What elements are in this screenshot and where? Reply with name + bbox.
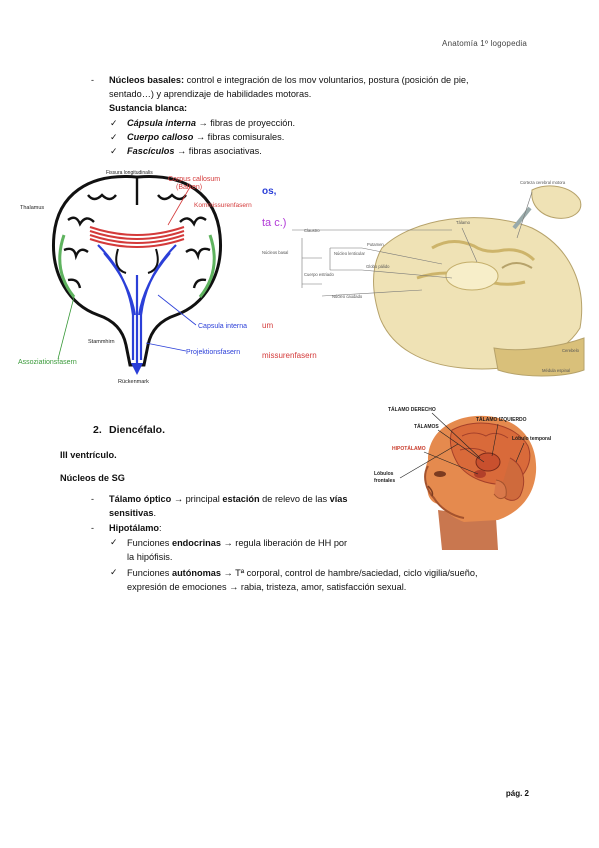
check-icon: ✓ [110,567,118,577]
assoziation-label: Assoziationsfasern [18,359,77,366]
projektion-label: Projektionsfasern [186,349,240,356]
balken-label: (Balken) [176,184,202,191]
check-icon: ✓ [110,132,118,142]
basal-ganglia-illustration: os, ta c.) um missurenfasern Corteza cer… [262,180,585,377]
thalamus-paragraph: Tálamo óptico → principal estación de re… [109,494,348,518]
corpus-callosum-label: Corpus callosum [168,176,220,183]
autonomic-function: Funciones autónomas → Tª corporal, contr… [127,568,478,592]
basal-nuclei-text: control e integración de los mov volunta… [184,75,469,85]
hypothalamus-label: HIPOTÁLAMO [392,445,426,452]
spinal-cord-label: Médula espinal [542,368,570,373]
cerebellum-label: Cerebelo [562,348,580,353]
thalamus-label: Thalamus [20,205,44,211]
partial-label-um: um [262,321,273,330]
stammhirn-label: Stammhirn [88,339,115,345]
section-title: Diencéfalo. [109,424,166,436]
right-thalamus-label: TÁLAMO DERECHO [388,406,436,413]
ruckenmark-label: Rückenmark [118,379,149,385]
basal-nuclei-paragraph: Núcleos basales: control e integración d… [109,73,529,115]
lenticular-label: Núcleo lenticular [334,251,366,256]
capsula-label: Capsula interna [198,323,247,330]
globo-label: Globo pálido [366,264,390,269]
dash-bullet: - [91,523,94,533]
nuclei-heading: Núcleos de SG [60,473,125,483]
striatum-label: Cuerpo estriado [304,272,334,277]
temporal-lobe-label: Lóbulo temporal [512,436,552,442]
frontal-lobes-label-2: frontales [374,478,395,484]
check-icon: ✓ [110,537,118,547]
claustro-label: Claustro [304,228,320,233]
thalamus-es-label: Tálamo [456,220,471,225]
thalami-label: TÁLAMOS [414,423,439,430]
basal-nuclei-text-2: sentado…) y aprendizaje de habilidades m… [109,89,312,99]
handwritten-label: ta c.) [262,217,286,229]
white-matter-heading: Sustancia blanca: [109,103,188,113]
head-thalamus-illustration: TÁLAMO DERECHO TÁLAMO IZQUIERDO TÁLAMOS … [374,406,552,550]
running-header: Anatomía 1º logopedia [442,39,527,48]
basal-nucleus-label: Núcleos basal [262,250,288,255]
white-matter-item: Cápsula interna → fibras de proyección. [127,118,296,128]
fissure-label: Fissura longitudinalis [106,170,153,176]
white-matter-item: Cuerpo calloso → fibras comisurales. [127,132,285,142]
endocrine-function: Funciones endocrinas → regula liberación… [127,538,348,562]
dash-bullet: - [91,494,94,504]
partial-label-os: os, [262,186,277,197]
check-icon: ✓ [110,118,118,128]
brain-fibers-diagram: Fissura longitudinalis Corpus callosum (… [18,170,252,385]
check-icon: ✓ [110,146,118,156]
left-thalamus-label: TÁLAMO IZQUIERDO [476,416,527,423]
hypothalamus-heading: Hipotálamo: [109,523,162,533]
cortex-label: Corteza cerebral motora [520,180,566,185]
kommissur-label: Kommissurenfasern [194,202,252,209]
third-ventricle: III ventrículo. [60,450,117,460]
caudate-label: Núcleo caudado [332,294,363,299]
section-number: 2. [93,424,102,436]
basal-nuclei-label: Núcleos basales: [109,75,185,85]
dash-bullet: - [91,75,94,85]
putamen-label: Putamen [367,242,384,247]
page-number: pág. 2 [505,789,529,798]
frontal-lobes-label-1: Lóbulos [374,471,394,477]
white-matter-item: Fascículos → fibras asociativas. [127,146,262,156]
partial-label-missur: missurenfasern [262,351,317,360]
